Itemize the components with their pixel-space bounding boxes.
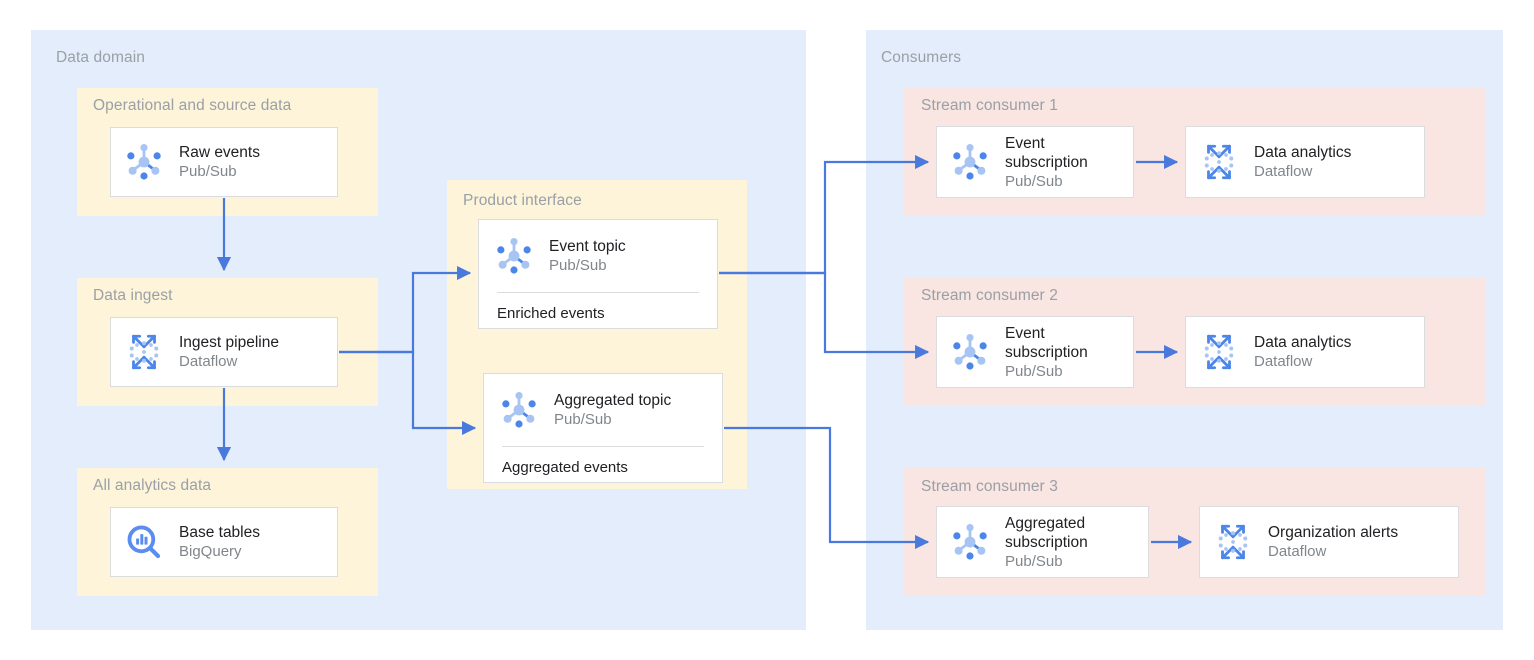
card-subtitle: Dataflow (179, 353, 238, 370)
group-stream-consumer-3-label: Stream consumer 3 (921, 478, 1058, 495)
card-data-analytics-1[interactable]: Data analytics Dataflow (1185, 126, 1425, 198)
card-event-subscription-1[interactable]: Event subscription Pub/Sub (936, 126, 1134, 198)
card-subtitle: Pub/Sub (554, 411, 612, 428)
card-title: Base tables (179, 524, 260, 541)
card-aggregated-subscription-3[interactable]: Aggregated subscription Pub/Sub (936, 506, 1149, 578)
card-ingest-pipeline[interactable]: Ingest pipeline Dataflow (110, 317, 338, 387)
pubsub-icon (951, 332, 989, 371)
group-stream-consumer-2-label: Stream consumer 2 (921, 287, 1058, 304)
card-title: Event topic (549, 238, 626, 255)
card-raw-events[interactable]: Raw events Pub/Sub (110, 127, 338, 197)
card-subtitle: Pub/Sub (1005, 552, 1063, 570)
dataflow-icon (1203, 334, 1235, 370)
card-title: Ingest pipeline (179, 334, 279, 351)
pubsub-icon (125, 142, 163, 181)
card-aggregated-topic[interactable]: Aggregated topic Pub/Sub Aggregated even… (483, 373, 723, 483)
group-all-analytics-data-label: All analytics data (93, 477, 212, 494)
card-title: Organization alerts (1268, 524, 1399, 541)
card-footer: Aggregated events (502, 459, 628, 476)
card-title: Data analytics (1254, 144, 1352, 161)
card-subtitle: Dataflow (1268, 543, 1327, 560)
card-title: Aggregated topic (554, 392, 672, 409)
card-subtitle: BigQuery (179, 543, 242, 560)
card-subtitle: Dataflow (1254, 163, 1313, 180)
group-stream-consumer-1-label: Stream consumer 1 (921, 97, 1058, 114)
card-subtitle: Dataflow (1254, 353, 1313, 370)
card-divider (502, 446, 704, 447)
region-consumers-label: Consumers (881, 49, 962, 66)
group-operational-and-source-data-label: Operational and source data (93, 97, 292, 114)
card-subtitle: Pub/Sub (179, 163, 237, 180)
group-data-ingest-label: Data ingest (93, 287, 173, 304)
dataflow-icon (1203, 144, 1235, 180)
card-event-topic[interactable]: Event topic Pub/Sub Enriched events (478, 219, 718, 329)
card-base-tables[interactable]: Base tables BigQuery (110, 507, 338, 577)
pubsub-icon (951, 522, 989, 561)
card-event-subscription-2[interactable]: Event subscription Pub/Sub (936, 316, 1134, 388)
card-organization-alerts-3[interactable]: Organization alerts Dataflow (1199, 506, 1459, 578)
card-title: Data analytics (1254, 334, 1352, 351)
card-footer: Enriched events (497, 305, 605, 322)
pubsub-icon (951, 142, 989, 181)
card-title: Aggregated subscription (1005, 514, 1088, 551)
card-subtitle: Pub/Sub (1005, 172, 1063, 190)
card-title: Raw events (179, 144, 260, 161)
card-subtitle: Pub/Sub (1005, 362, 1063, 380)
pubsub-icon (495, 236, 533, 275)
card-data-analytics-2[interactable]: Data analytics Dataflow (1185, 316, 1425, 388)
bigquery-icon (123, 521, 165, 563)
card-title: Event subscription (1005, 324, 1088, 361)
region-data-domain-label: Data domain (56, 49, 145, 66)
dataflow-icon (128, 334, 160, 370)
card-subtitle: Pub/Sub (549, 257, 607, 274)
dataflow-icon (1217, 524, 1249, 560)
card-divider (497, 292, 699, 293)
pubsub-icon (500, 390, 538, 429)
group-product-interface-label: Product interface (463, 192, 582, 209)
card-title: Event subscription (1005, 134, 1088, 171)
